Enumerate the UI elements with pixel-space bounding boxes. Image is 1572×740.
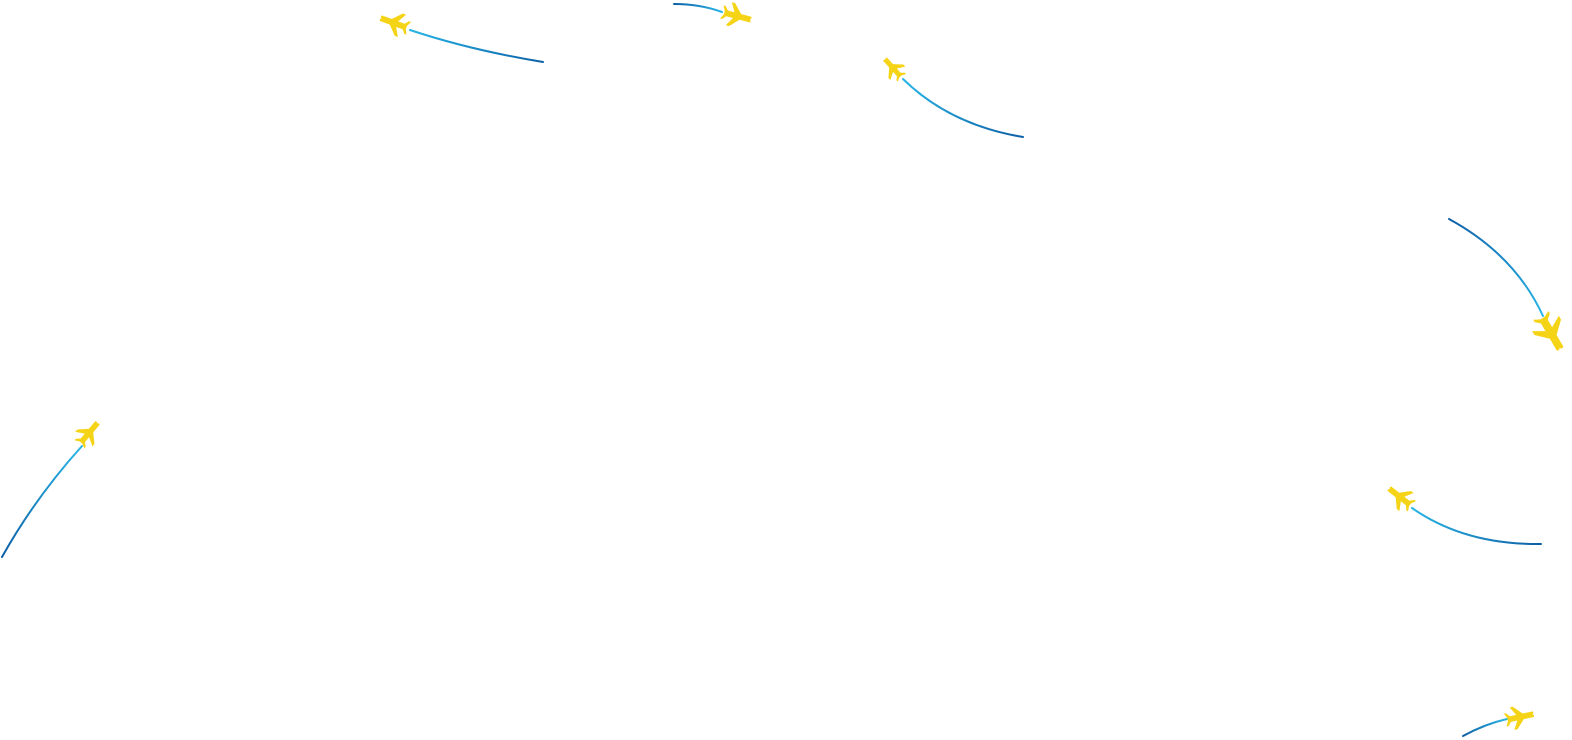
flight-4 — [1448, 218, 1572, 357]
flight-6 — [1381, 479, 1542, 546]
flight-trail — [1411, 507, 1542, 546]
flight-5 — [1, 415, 107, 558]
airplane-icon — [1527, 307, 1572, 357]
airplane-icon — [718, 0, 755, 32]
flight-trail — [409, 29, 544, 63]
airplane-icon — [70, 415, 107, 452]
flight-3 — [877, 52, 1024, 138]
flight-trail — [673, 3, 723, 13]
flight-2 — [673, 0, 755, 32]
flight-1 — [376, 6, 544, 63]
airplane-icon — [376, 6, 413, 40]
flight-trail — [1, 445, 83, 558]
flight-trail — [902, 78, 1024, 138]
airplane-icon — [1502, 702, 1537, 732]
flight-trail — [1462, 718, 1508, 737]
flight-7 — [1462, 702, 1537, 737]
flight-trail — [1448, 218, 1544, 317]
